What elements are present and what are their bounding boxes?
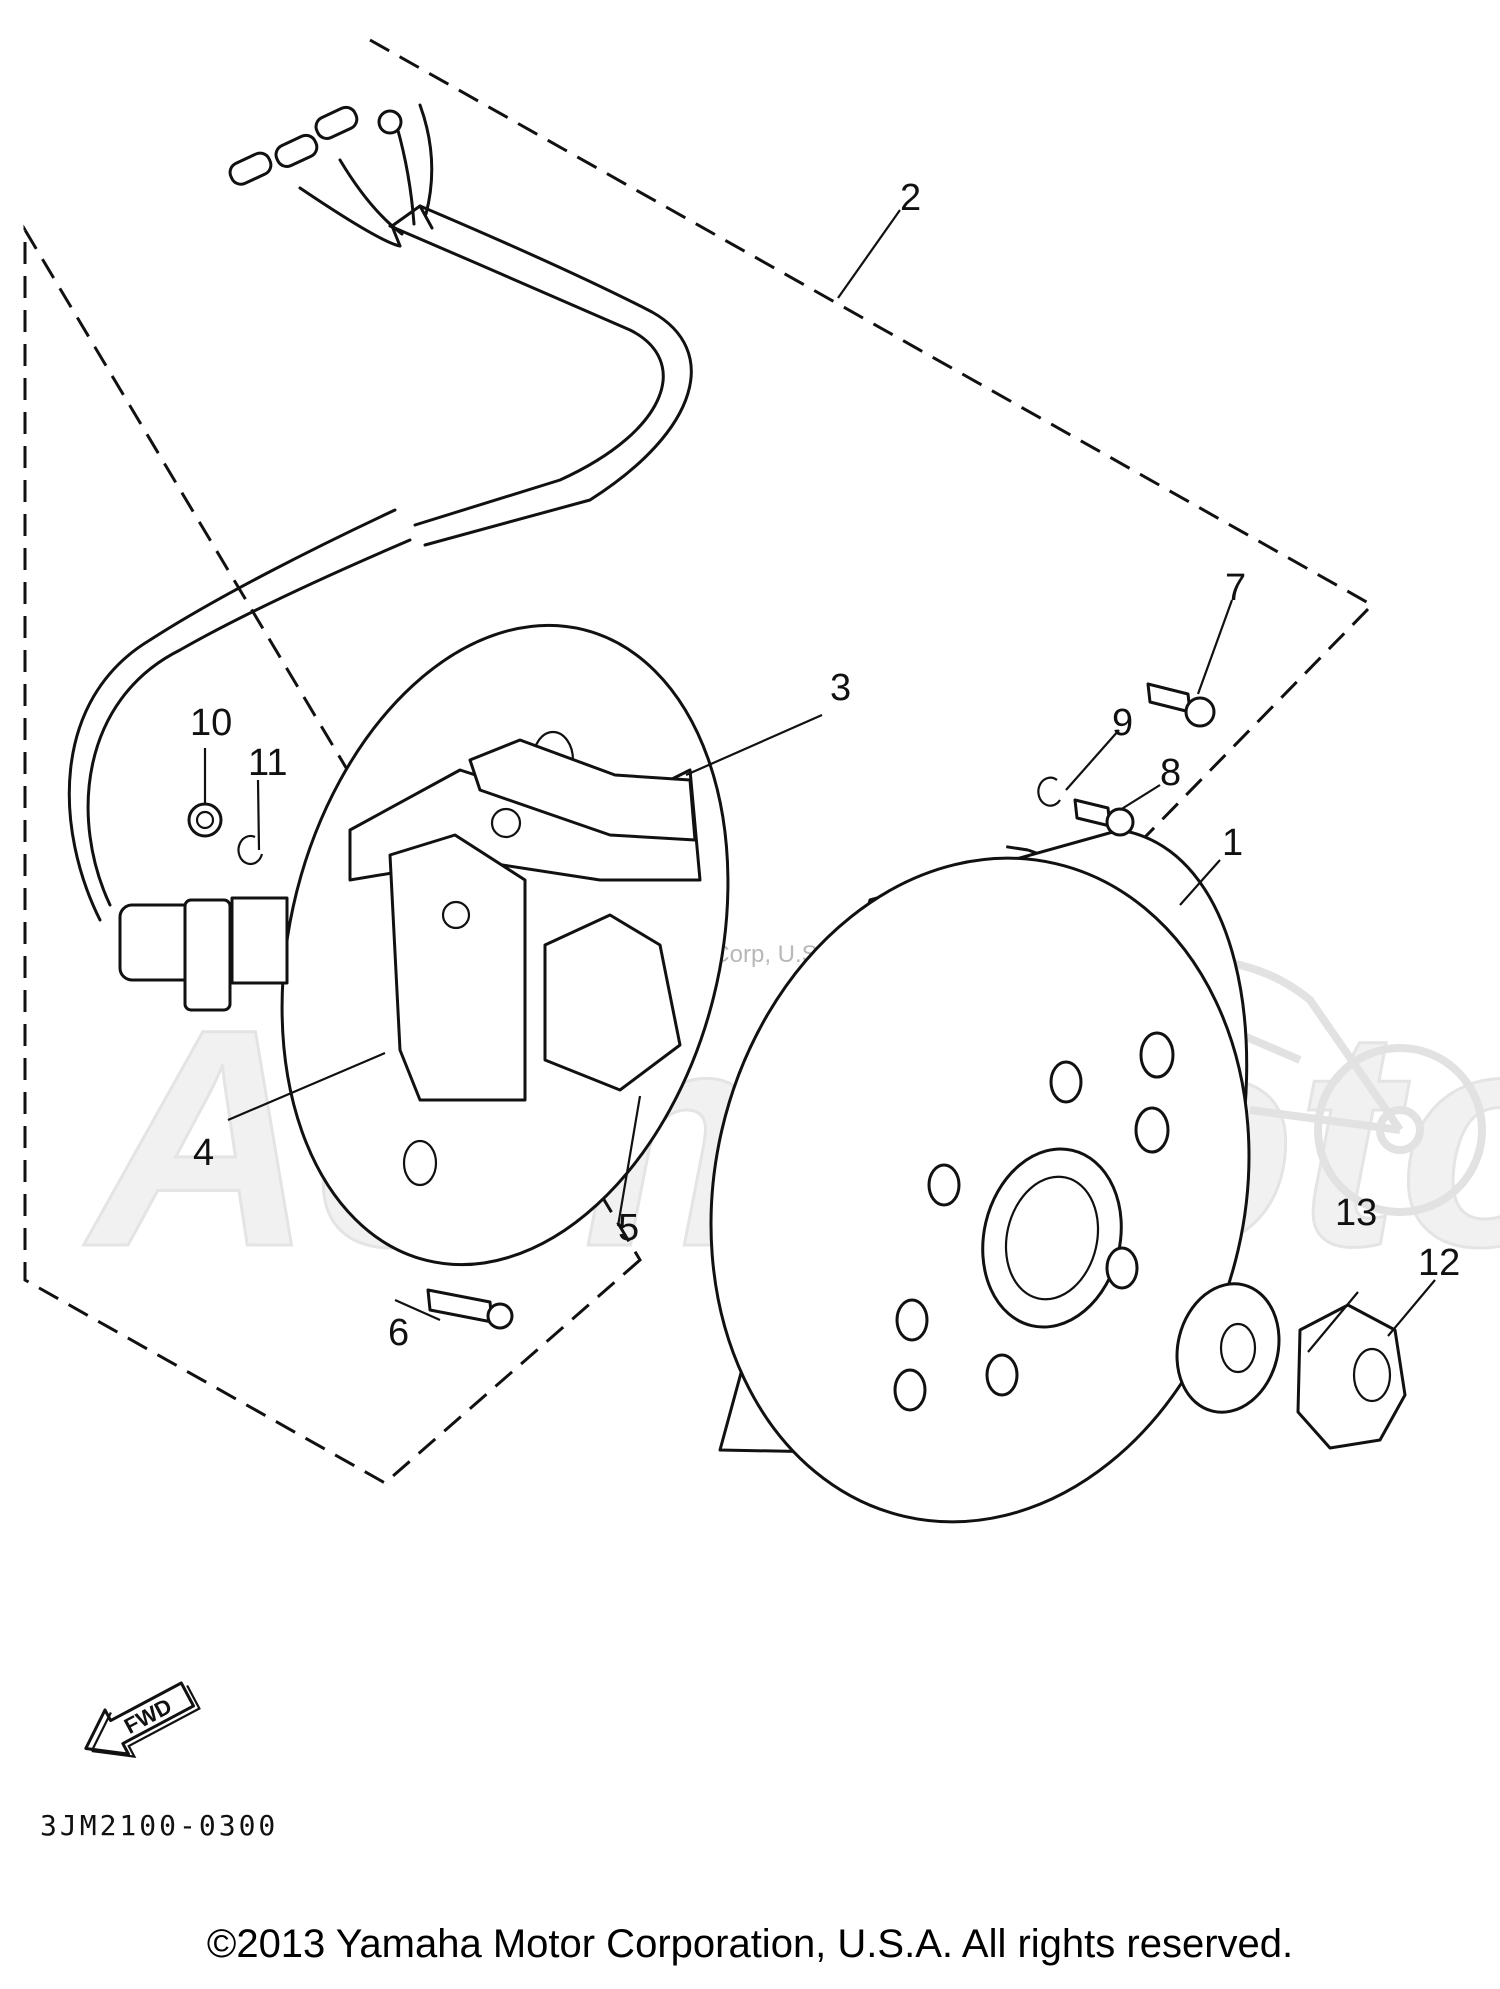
forward-arrow-icon: FWD <box>84 1681 201 1759</box>
callout-12: 12 <box>1418 1242 1460 1284</box>
callout-8: 8 <box>1160 752 1181 794</box>
callouts: 1 2 3 4 5 6 7 8 9 10 11 12 13 <box>190 177 1460 1354</box>
callout-10: 10 <box>190 702 232 744</box>
fasteners <box>187 682 1216 1330</box>
callout-1: 1 <box>1222 822 1243 864</box>
callout-3: 3 <box>830 667 851 709</box>
flange-nut <box>1296 1303 1407 1450</box>
stator-coils <box>230 738 702 1102</box>
diagram-code: 3JM2100-0300 <box>40 1809 278 1842</box>
callout-6: 6 <box>388 1312 409 1354</box>
callout-13: 13 <box>1335 1192 1377 1234</box>
copyright-notice: ©2013 Yamaha Motor Corporation, U.S.A. A… <box>206 1922 1294 1966</box>
washer <box>1175 1282 1281 1414</box>
callout-11: 11 <box>248 742 287 784</box>
callout-2: 2 <box>900 177 921 219</box>
callout-9: 9 <box>1112 702 1133 744</box>
callout-4: 4 <box>193 1132 214 1174</box>
wire-harness <box>67 103 693 1012</box>
callout-7: 7 <box>1225 567 1246 609</box>
leader-lines <box>203 209 1436 1353</box>
callout-5: 5 <box>618 1207 639 1249</box>
flywheel-rotor <box>709 828 1251 1524</box>
